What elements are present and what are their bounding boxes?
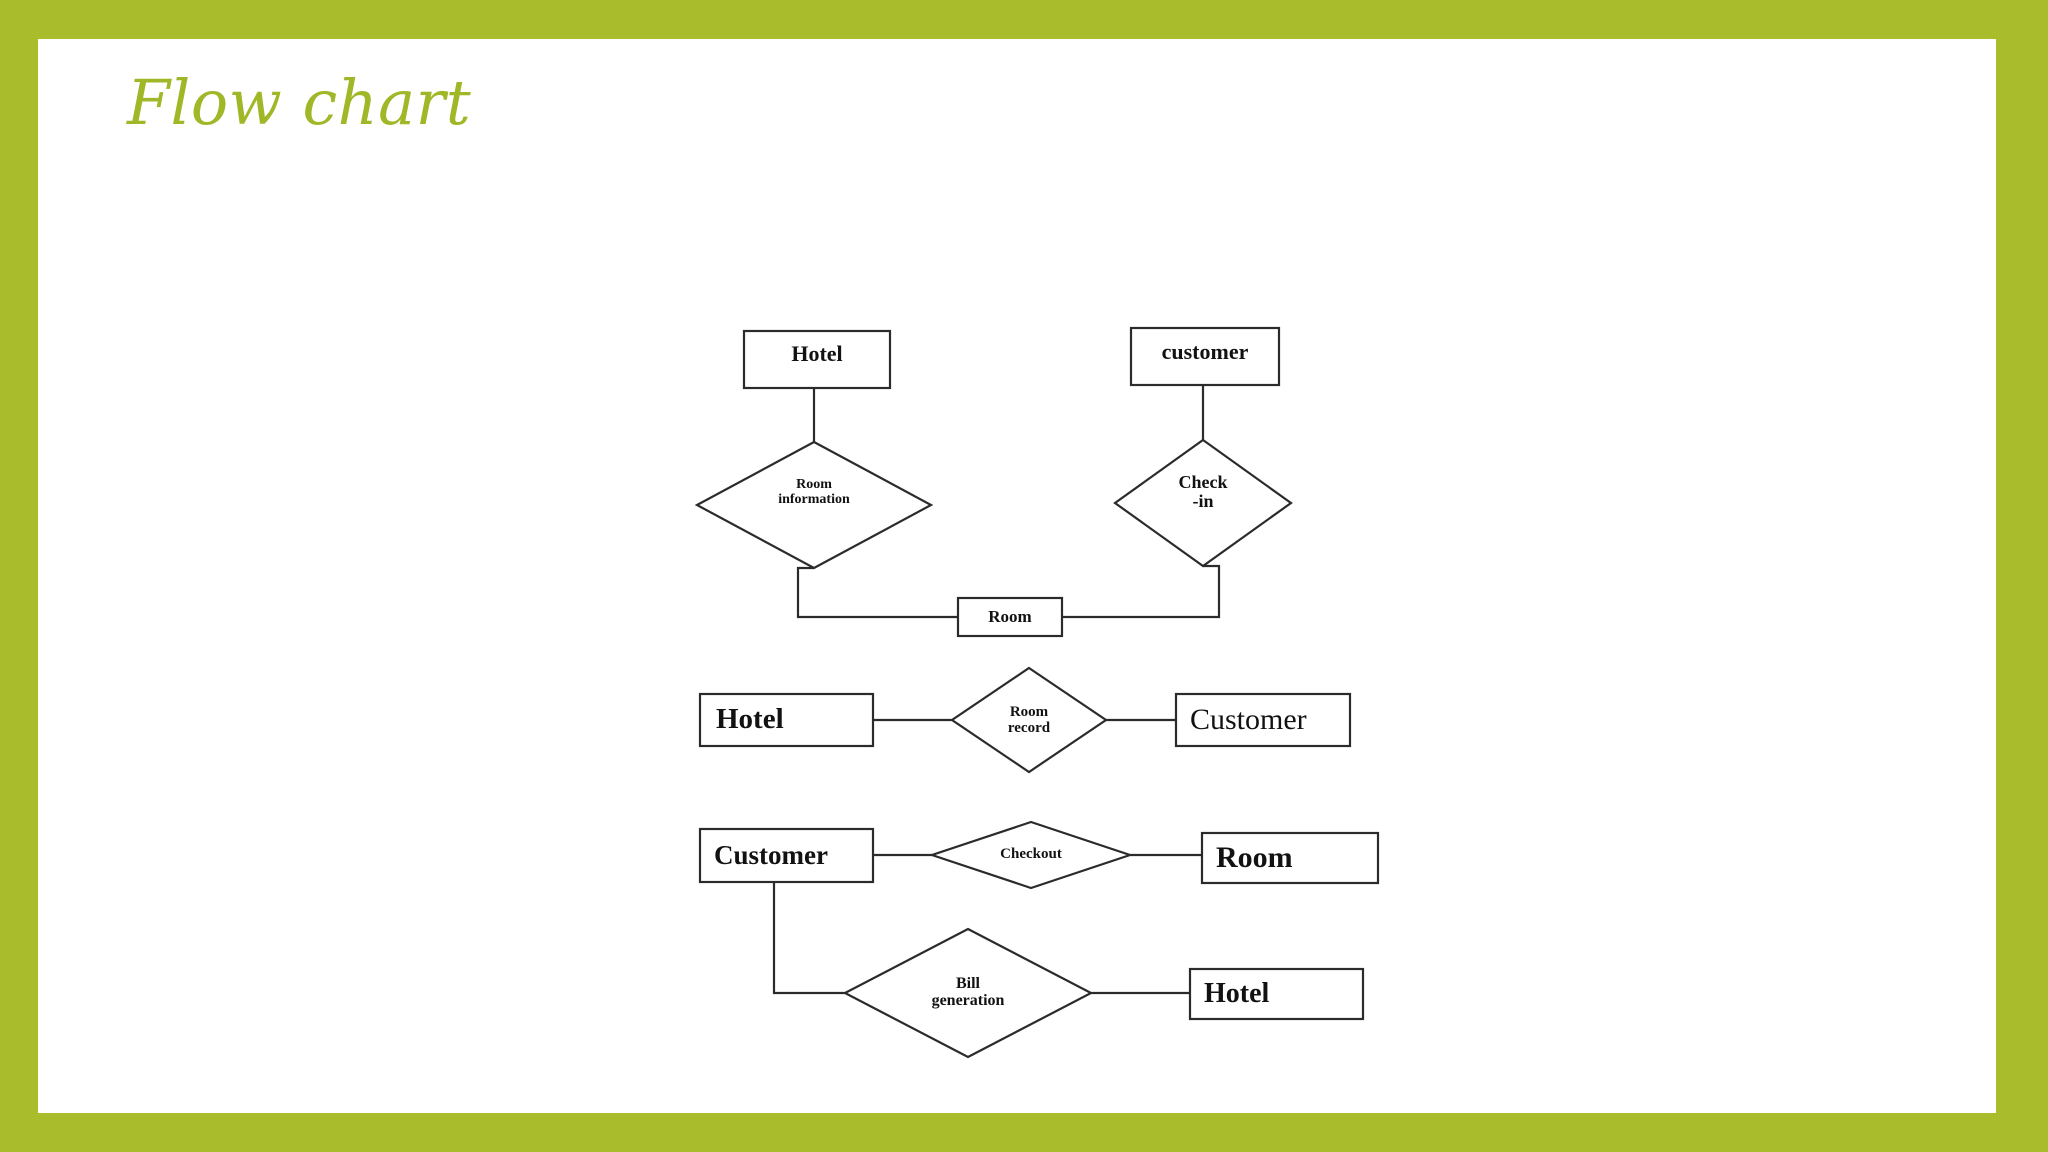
edge-customer-row3-to-bill-generation — [772, 882, 845, 995]
relationship-checkout[interactable] — [928, 820, 1134, 890]
relationship-room-information[interactable] — [694, 440, 934, 570]
edge-room-information-to-room — [796, 566, 958, 619]
entity-customer-top[interactable] — [1129, 326, 1281, 387]
entity-hotel-row2[interactable] — [698, 692, 875, 748]
relationship-bill-generation[interactable] — [842, 927, 1094, 1059]
edge-check-in-to-room — [1062, 564, 1221, 619]
entity-customer-row3[interactable] — [698, 827, 875, 884]
entity-room-top[interactable] — [956, 596, 1064, 638]
relationship-check-in[interactable] — [1113, 438, 1293, 568]
entity-room-row3[interactable] — [1200, 831, 1380, 885]
relationship-room-record[interactable] — [950, 666, 1108, 774]
entity-hotel-top[interactable] — [742, 329, 892, 390]
entity-hotel-row4[interactable] — [1188, 967, 1365, 1021]
slide-canvas — [38, 39, 1996, 1113]
page-title: Flow chart — [127, 66, 472, 139]
entity-customer-row2[interactable] — [1174, 692, 1352, 748]
